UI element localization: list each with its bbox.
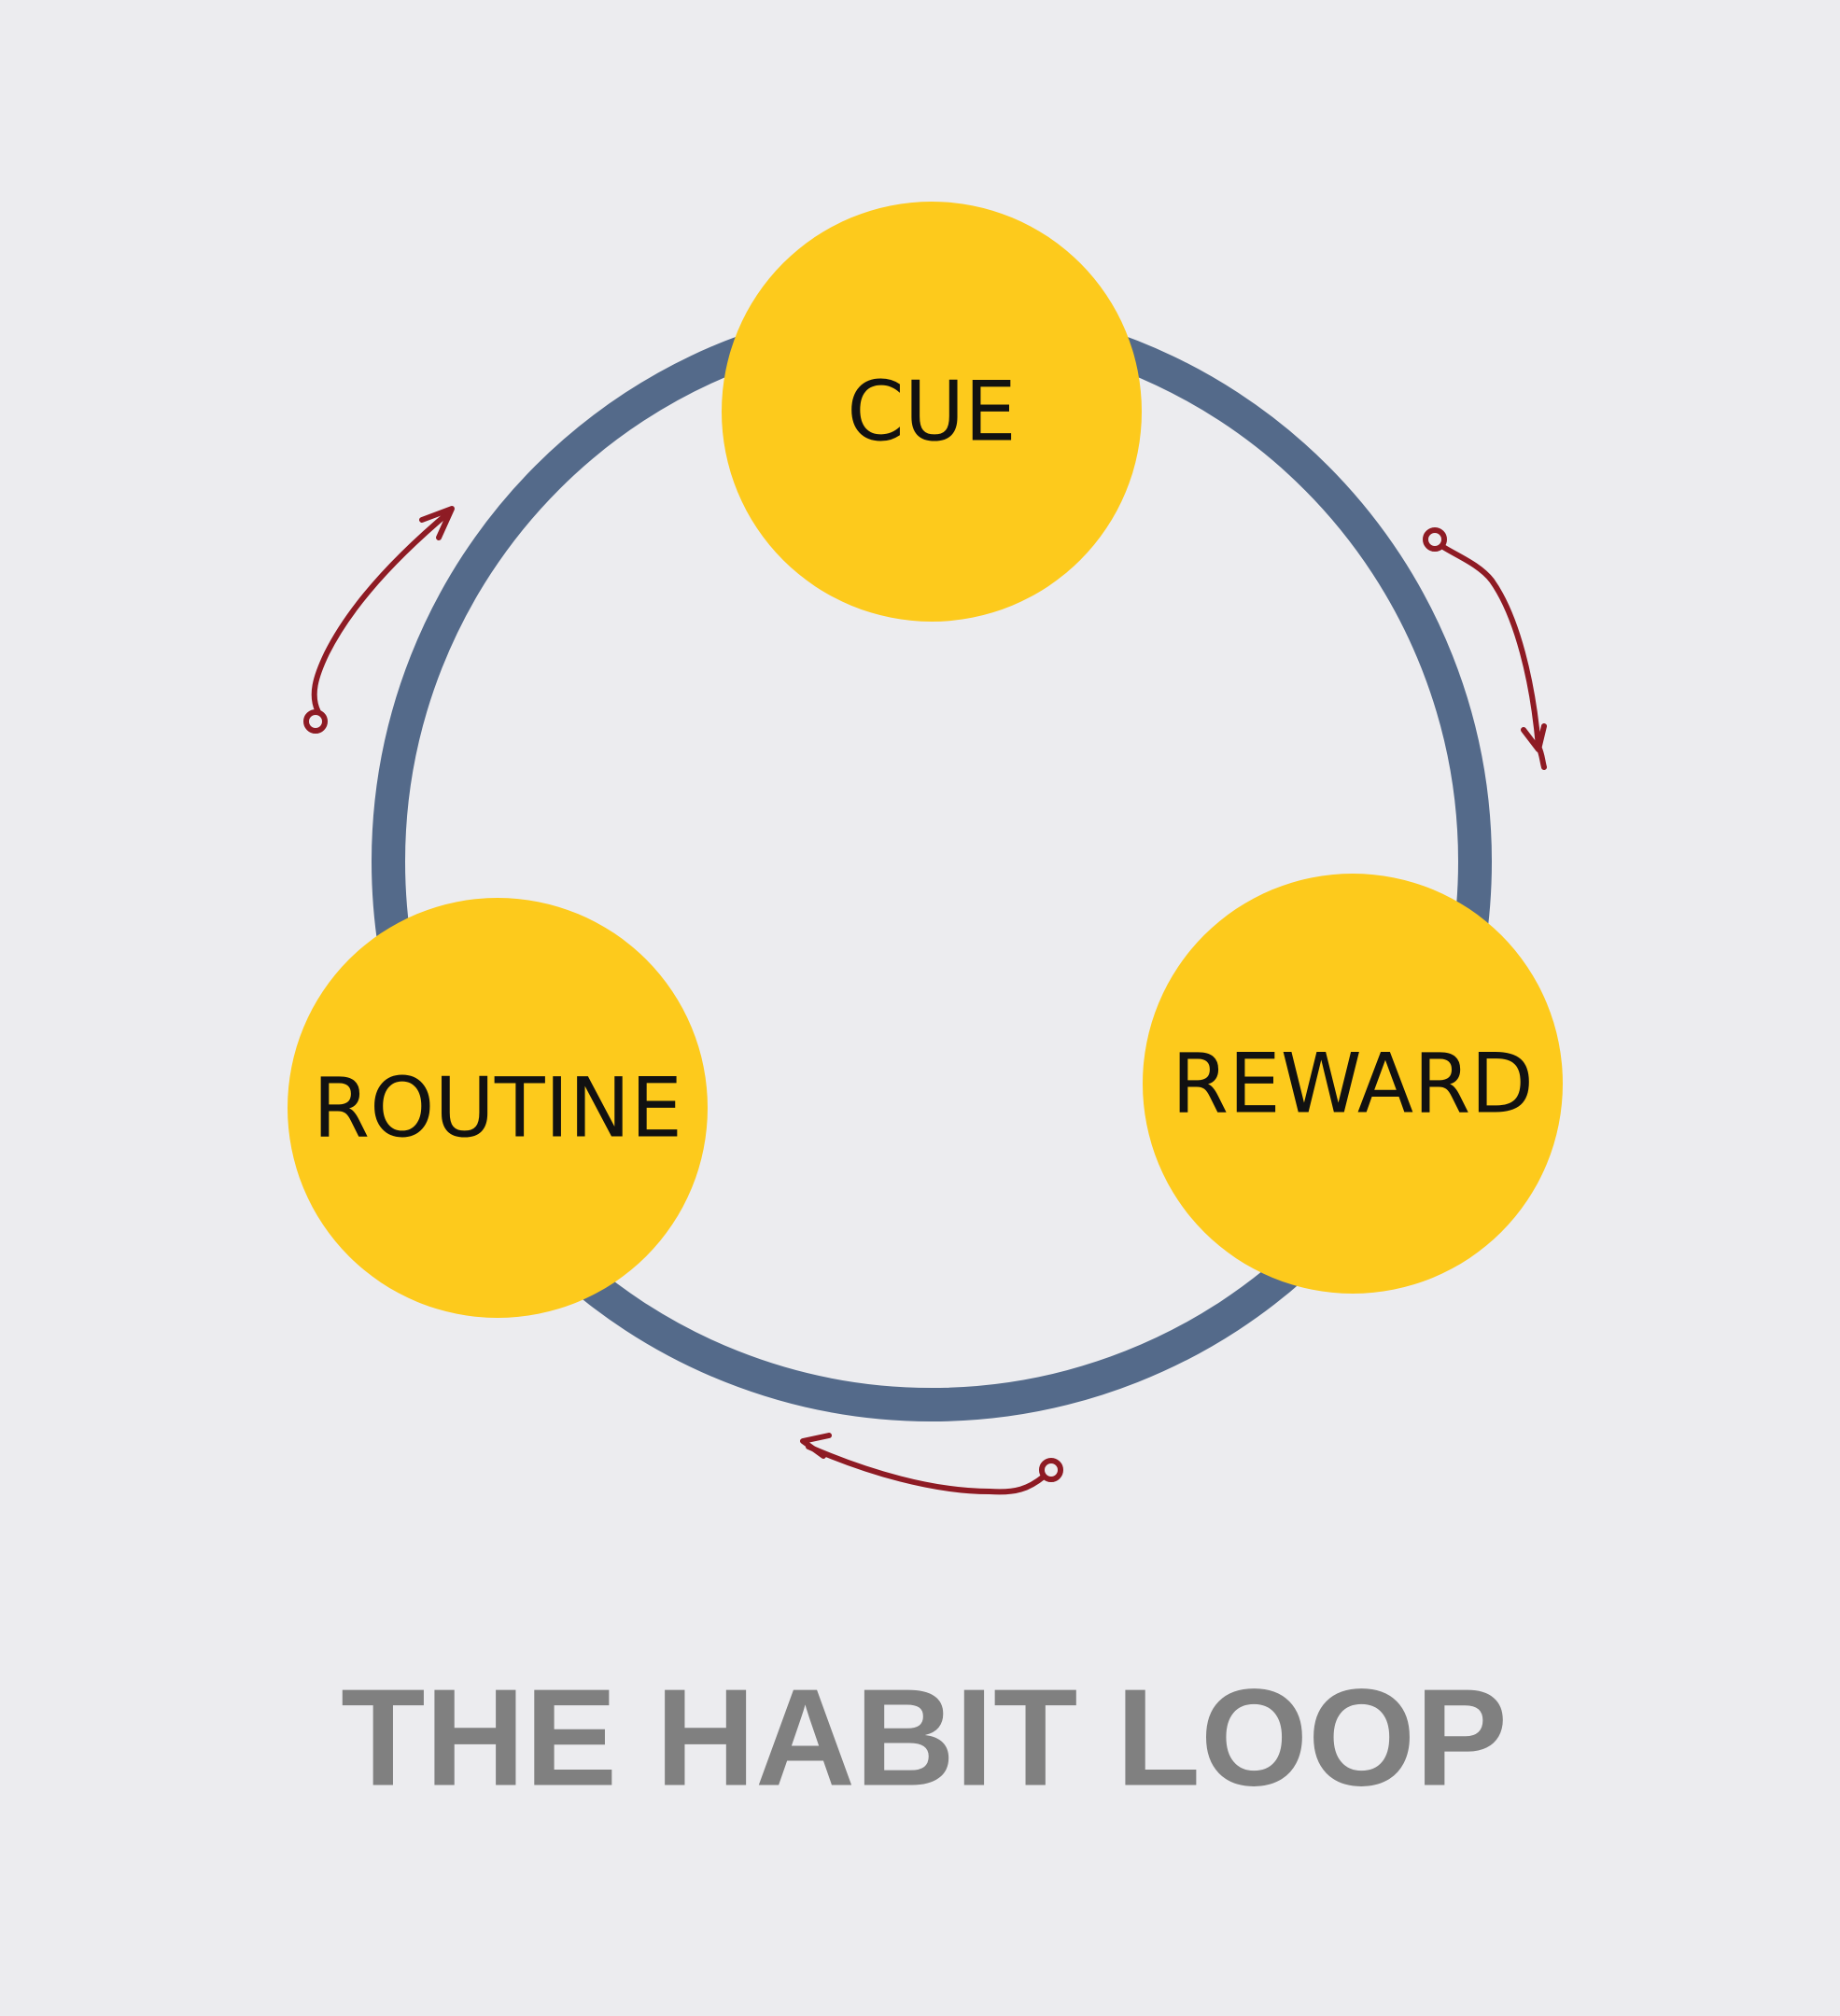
page-title: THE HABIT LOOP <box>341 1661 1508 1815</box>
reward-node: REWARD <box>1143 874 1563 1294</box>
routine-node: ROUTINE <box>288 898 708 1318</box>
reward-label: REWARD <box>1172 1036 1534 1132</box>
reward-circle <box>1143 874 1563 1294</box>
cue-label: CUE <box>847 364 1016 460</box>
routine-to-cue-arrow-icon <box>303 506 455 734</box>
cue-node: CUE <box>722 202 1142 622</box>
cue-to-reward-arrow-icon <box>1423 527 1547 770</box>
routine-label: ROUTINE <box>313 1060 682 1156</box>
cue-circle <box>722 202 1142 622</box>
routine-circle <box>288 898 708 1318</box>
reward-to-routine-arrow-icon <box>800 1433 1063 1495</box>
